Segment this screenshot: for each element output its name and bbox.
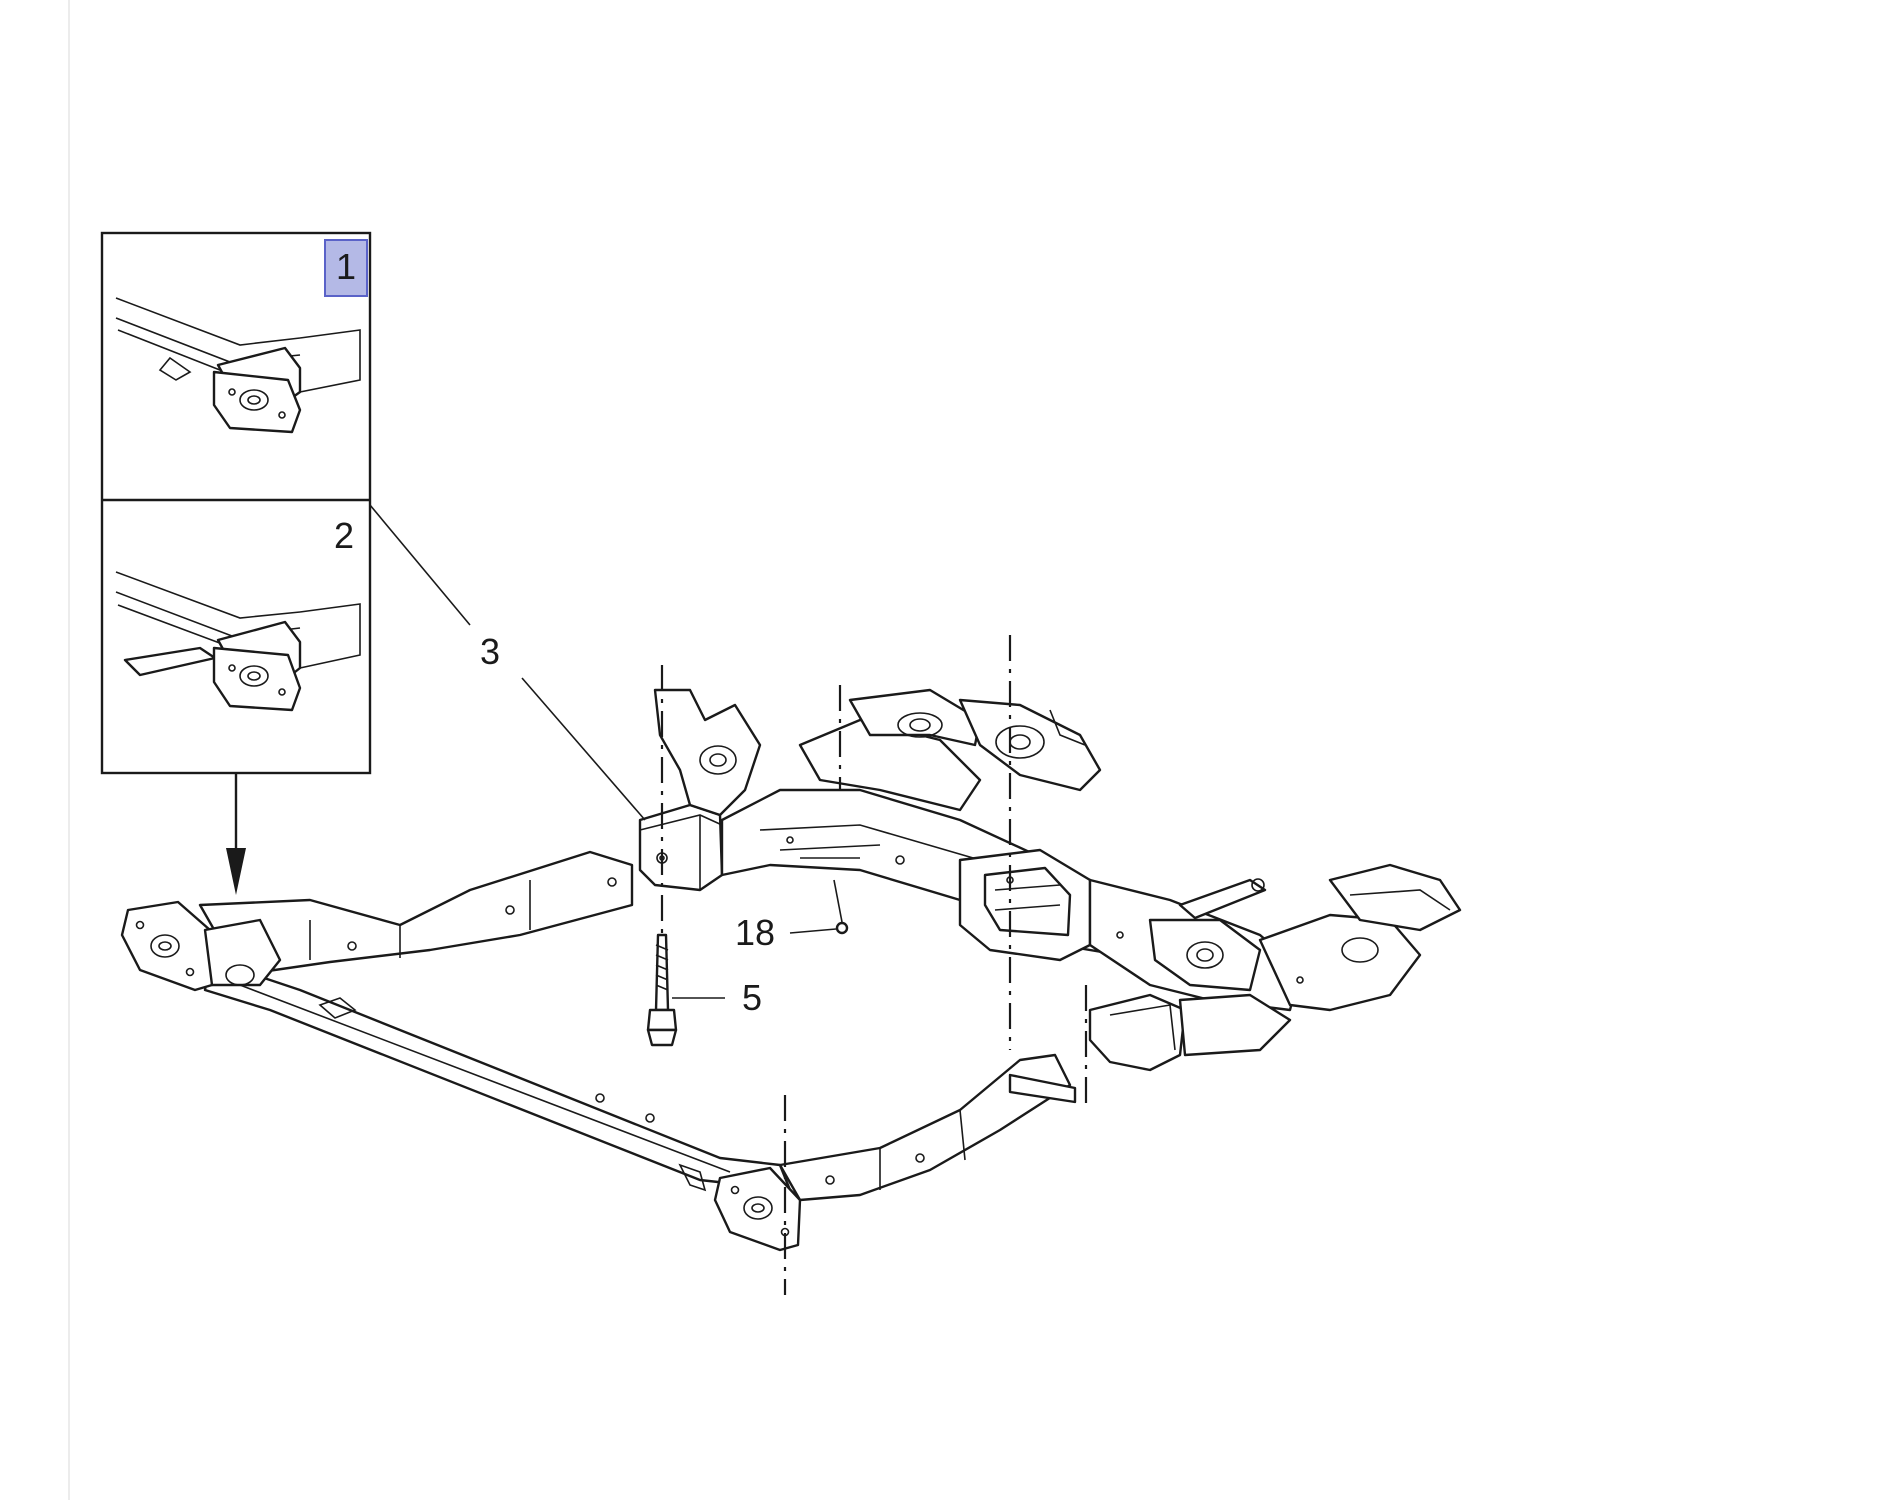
- callout-2[interactable]: 2: [334, 515, 354, 556]
- page-margin-rule: [68, 0, 70, 1500]
- leader-line-3b: [521, 677, 646, 821]
- subframe-crossmember: [120, 850, 1077, 1252]
- assembly-centerlines: [660, 635, 1088, 1295]
- callout-3-group[interactable]: 3: [480, 631, 646, 821]
- callout-3[interactable]: 3: [480, 631, 500, 672]
- variant-1-highlight: [324, 239, 368, 297]
- callout-5-group[interactable]: 5: [672, 977, 762, 1018]
- callout-1[interactable]: 1: [336, 246, 356, 287]
- callout-18-group[interactable]: 18: [735, 912, 837, 953]
- callout-5[interactable]: 5: [742, 977, 762, 1018]
- callout-18[interactable]: 18: [735, 912, 775, 953]
- leader-line-3a: [369, 504, 471, 626]
- variant-2-panel[interactable]: 2: [115, 515, 361, 712]
- variant-1-bracket-sketch: [115, 297, 361, 434]
- bolt-part-5[interactable]: [646, 933, 678, 1047]
- variant-1-panel[interactable]: 1: [115, 239, 368, 434]
- subframe-upper-assembly: [638, 688, 1462, 1072]
- fastener-part-18[interactable]: [833, 879, 849, 935]
- leader-line-18: [789, 928, 837, 934]
- variant-2-bracket-sketch: [115, 571, 361, 712]
- inset-pointer-arrow: [226, 773, 246, 895]
- variant-inset-box: 1 2: [100, 231, 372, 775]
